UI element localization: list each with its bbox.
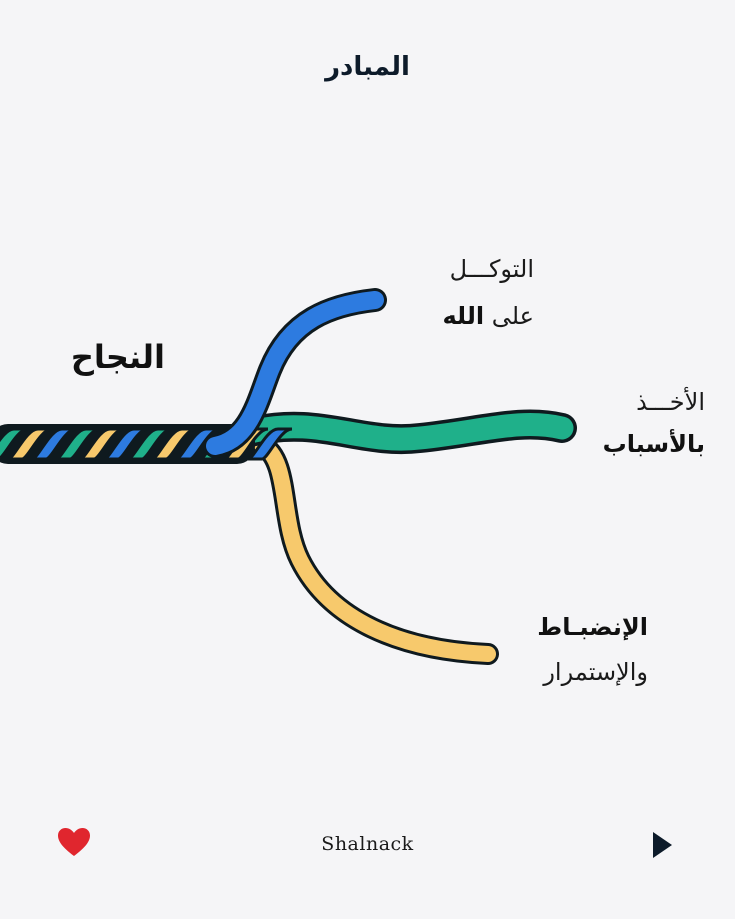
tawakkul-label-line2: على الله bbox=[442, 302, 535, 330]
rope-twist-segment bbox=[127, 427, 173, 461]
success-title: النجاح bbox=[70, 338, 165, 376]
heart-icon[interactable] bbox=[56, 826, 92, 858]
rope-twist-segment bbox=[7, 427, 53, 461]
rope-twist-segment bbox=[0, 427, 29, 460]
rope-twist-segment bbox=[0, 427, 5, 432]
brand-footer: Shalnack bbox=[321, 833, 414, 855]
rope-twist-segment bbox=[175, 427, 221, 461]
akhdh-label-line2: بالأسباب bbox=[602, 430, 705, 458]
tawakkul-label-line1: التوكـــل bbox=[449, 255, 534, 283]
brand-logo: المبادر bbox=[325, 52, 410, 82]
indibat-label-line1: الإنضبـاط bbox=[537, 613, 648, 641]
rope-twist-segment bbox=[151, 427, 197, 461]
rope-twist-segment bbox=[31, 427, 77, 461]
rope-twist-segment bbox=[103, 427, 149, 461]
rope-twist-segment bbox=[247, 427, 293, 461]
akhdh-label-line1: الأخـــذ bbox=[636, 388, 705, 416]
rope-twist-segment bbox=[55, 427, 101, 461]
rope-twist-segment bbox=[79, 427, 125, 461]
indibat-label-line2: والإستمرار bbox=[543, 658, 648, 686]
play-icon[interactable] bbox=[650, 830, 674, 860]
